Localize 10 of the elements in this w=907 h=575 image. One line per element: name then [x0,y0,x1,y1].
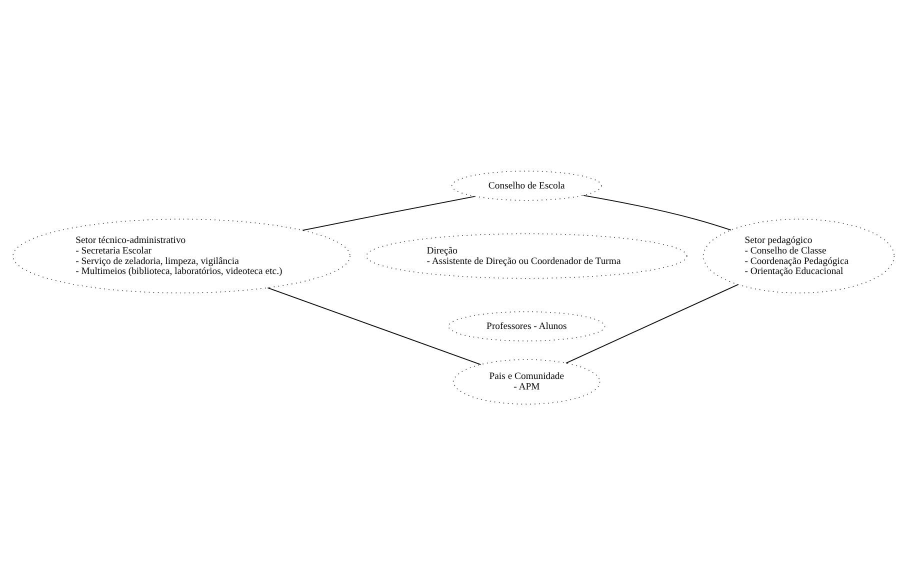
node-ellipse: Setor pedagógico - Conselho de Classe - Coordenação Pedagógica - Orientação Educacional [703,218,895,294]
connector [302,196,476,231]
connector [566,284,738,364]
connector [267,287,482,365]
node-ellipse: Setor técnico-administrativo - Secretaria Escolar - Serviço de zeladoria, limpeza, vigilância - Multimeios (biblioteca, laboratórios, videoteca etc.) [12,218,350,294]
node-ellipse: Direção - Assistente de Direção ou Coordenador de Turma [366,233,688,279]
connector [583,194,732,230]
node-ellipse: Professores - Alunos [448,311,606,342]
node-ellipse: Pais e Comunidade - APM [453,359,600,405]
node-ellipse: Conselho de Escola [452,170,602,201]
